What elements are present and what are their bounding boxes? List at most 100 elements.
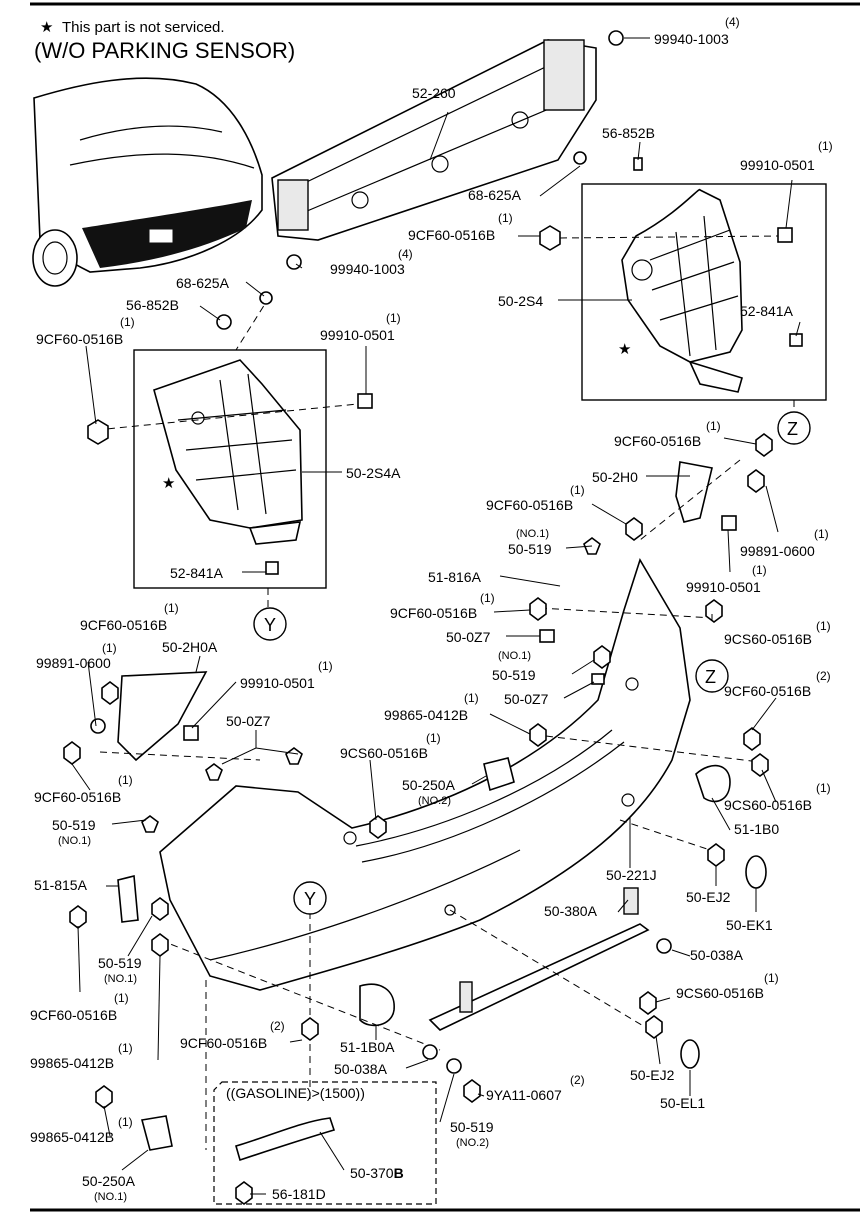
part-label: 50-0Z7 [226, 713, 271, 729]
part-label: 9YA11-0607 [486, 1087, 562, 1103]
qty: (4) [725, 15, 740, 29]
part-label: 9CS60-0516B [340, 745, 428, 761]
qty: (1) [752, 563, 767, 577]
rear-bumper-cover [159, 558, 691, 991]
svg-text:Y: Y [304, 889, 316, 909]
qty: (2) [270, 1019, 285, 1033]
part-label: 50-0Z7 [504, 691, 549, 707]
bracket-box-right [581, 183, 827, 401]
bracket-right [621, 188, 743, 393]
gasoline-box [213, 1081, 437, 1205]
qty: (1) [764, 971, 779, 985]
not-serviced-note: This part is not serviced. [62, 19, 225, 36]
note: (NO.1) [498, 650, 531, 662]
part-label: 50-0Z7 [446, 629, 491, 645]
part-label: 9CS60-0516B [724, 797, 812, 813]
qty: (4) [398, 247, 413, 261]
part-label: 50-2H0A [162, 639, 218, 655]
part-label: 50-519 [52, 817, 96, 833]
part-label: 99910-0501 [740, 157, 815, 173]
part-label: 99910-0501 [686, 579, 761, 595]
part-label: 9CF60-0516B [614, 433, 701, 449]
part-label: 50-380A [544, 903, 598, 919]
part-label: 68-625A [468, 187, 522, 203]
ref-circle-y-top: Y [253, 607, 287, 641]
part-label: 51-1B0 [734, 821, 779, 837]
qty: (1) [816, 619, 831, 633]
part-label: 9CF60-0516B [486, 497, 573, 513]
qty: (1) [118, 1041, 133, 1055]
part-label: 52-841A [170, 565, 224, 581]
qty: (1) [498, 211, 513, 225]
qty: (1) [464, 691, 479, 705]
star-marker-left: ★ [162, 475, 175, 492]
part-label: 50-EJ2 [686, 889, 731, 905]
part-label: 50-2S4 [498, 293, 543, 309]
star-marker-right: ★ [618, 341, 631, 358]
qty: (1) [114, 991, 129, 1005]
part-label: 99865-0412B [30, 1129, 114, 1145]
rear-bumper-reinforcement [271, 39, 597, 241]
part-label: 51-816A [428, 569, 482, 585]
qty: (1) [118, 1115, 133, 1129]
svg-text:Z: Z [705, 667, 716, 687]
qty: (1) [318, 659, 333, 673]
qty: (2) [816, 669, 831, 683]
part-label: 99910-0501 [320, 327, 395, 343]
svg-text:Z: Z [787, 419, 798, 439]
fasteners [63, 30, 803, 1205]
ref-circle-z-top: Z [777, 411, 811, 445]
part-label: 9CF60-0516B [80, 617, 167, 633]
part-label: 56-852B [602, 125, 655, 141]
qty: (1) [706, 419, 721, 433]
part-label: 50-370B [350, 1165, 404, 1181]
qty: (1) [570, 483, 585, 497]
part-label: 51-815A [34, 877, 88, 893]
part-label: 9CS60-0516B [724, 631, 812, 647]
ref-circle-y-bottom: Y [293, 881, 327, 915]
part-label: 99891-0600 [36, 655, 111, 671]
bumper-lower-parts [117, 461, 767, 1162]
bracket-box-left [133, 349, 327, 589]
part-label: 9CF60-0516B [36, 331, 123, 347]
qty: (1) [164, 601, 179, 615]
note: (NO.2) [418, 795, 451, 807]
svg-text:Y: Y [264, 615, 276, 635]
qty: (1) [818, 139, 833, 153]
qty: (1) [816, 781, 831, 795]
note: (NO.1) [94, 1191, 127, 1203]
part-label: 50-519 [492, 667, 536, 683]
note: (NO.1) [516, 528, 549, 540]
qty: (1) [120, 315, 135, 329]
note: (NO.1) [104, 973, 137, 985]
part-label: 51-1B0A [340, 1039, 395, 1055]
part-label: 50-519 [508, 541, 552, 557]
part-label: 50-250A [402, 777, 456, 793]
part-label: 99940-1003 [654, 31, 729, 47]
part-label: 52-841A [740, 303, 794, 319]
part-label: 50-038A [334, 1061, 388, 1077]
note: (NO.2) [456, 1137, 489, 1149]
part-label: 50-519 [450, 1119, 494, 1135]
qty: (1) [102, 641, 117, 655]
part-label: 50-2H0 [592, 469, 638, 485]
car-rear-view [32, 77, 263, 287]
part-labels: (4) 99940-1003 52-260 56-852B (1) 99910-… [30, 15, 833, 1203]
part-label: 68-625A [176, 275, 230, 291]
part-label: 52-260 [412, 85, 456, 101]
gasoline-note: ((GASOLINE)>(1500)) [226, 1085, 365, 1101]
part-label: 56-852B [126, 297, 179, 313]
part-label: 99865-0412B [384, 707, 468, 723]
part-label: 50-EK1 [726, 917, 773, 933]
ref-circle-z-bottom: Z [695, 659, 729, 693]
part-label: 50-2S4A [346, 465, 401, 481]
qty: (1) [814, 527, 829, 541]
part-label: 9CF60-0516B [30, 1007, 117, 1023]
part-label: 9CF60-0516B [390, 605, 477, 621]
part-label: 99865-0412B [30, 1055, 114, 1071]
part-label: 56-181D [272, 1186, 326, 1202]
qty: (1) [426, 731, 441, 745]
star-symbol: ★ [40, 19, 53, 36]
part-label: 50-EL1 [660, 1095, 705, 1111]
